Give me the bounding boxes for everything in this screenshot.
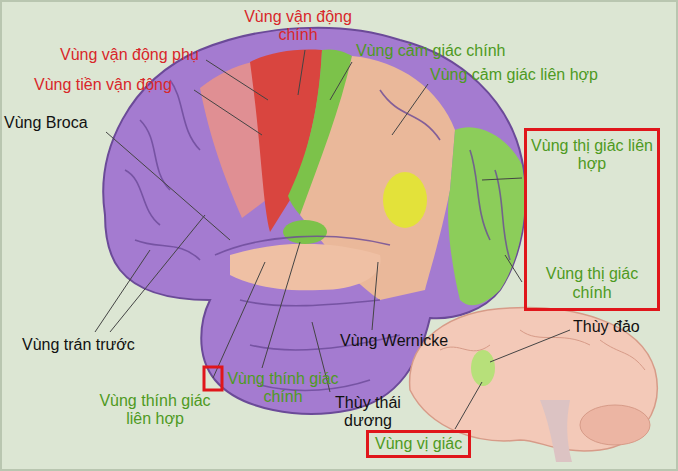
- lobe-label: Thùy thái dương: [318, 394, 418, 431]
- highlight-box: Vùng thị giác liên hợpVùng thị giác chín…: [524, 128, 660, 311]
- region-label: Vùng thính giác chính: [222, 370, 344, 407]
- region-label: Vùng vận động chính: [228, 8, 368, 45]
- lobe-label: Thùy đảo: [573, 318, 668, 336]
- highlight-box: Vùng vị giác: [366, 430, 471, 458]
- region-label: Vùng vận động phụ: [60, 46, 220, 64]
- region-label: Vùng cảm giác chính: [356, 42, 536, 60]
- region-label: Vùng vị giác: [375, 435, 462, 453]
- region-label: Vùng thính giác liên hợp: [88, 392, 222, 429]
- region-label: Vùng thị giác chính: [531, 265, 653, 302]
- region-label: Vùng cảm giác liên hợp: [430, 66, 635, 84]
- region-label: Vùng Broca: [4, 114, 114, 132]
- region-label: Vùng thị giác liên hợp: [531, 137, 653, 174]
- region-label: Vùng tiền vận động: [34, 76, 199, 94]
- region-label: Vùng Wernicke: [340, 332, 465, 350]
- region-label: Vùng trán trước: [22, 336, 172, 354]
